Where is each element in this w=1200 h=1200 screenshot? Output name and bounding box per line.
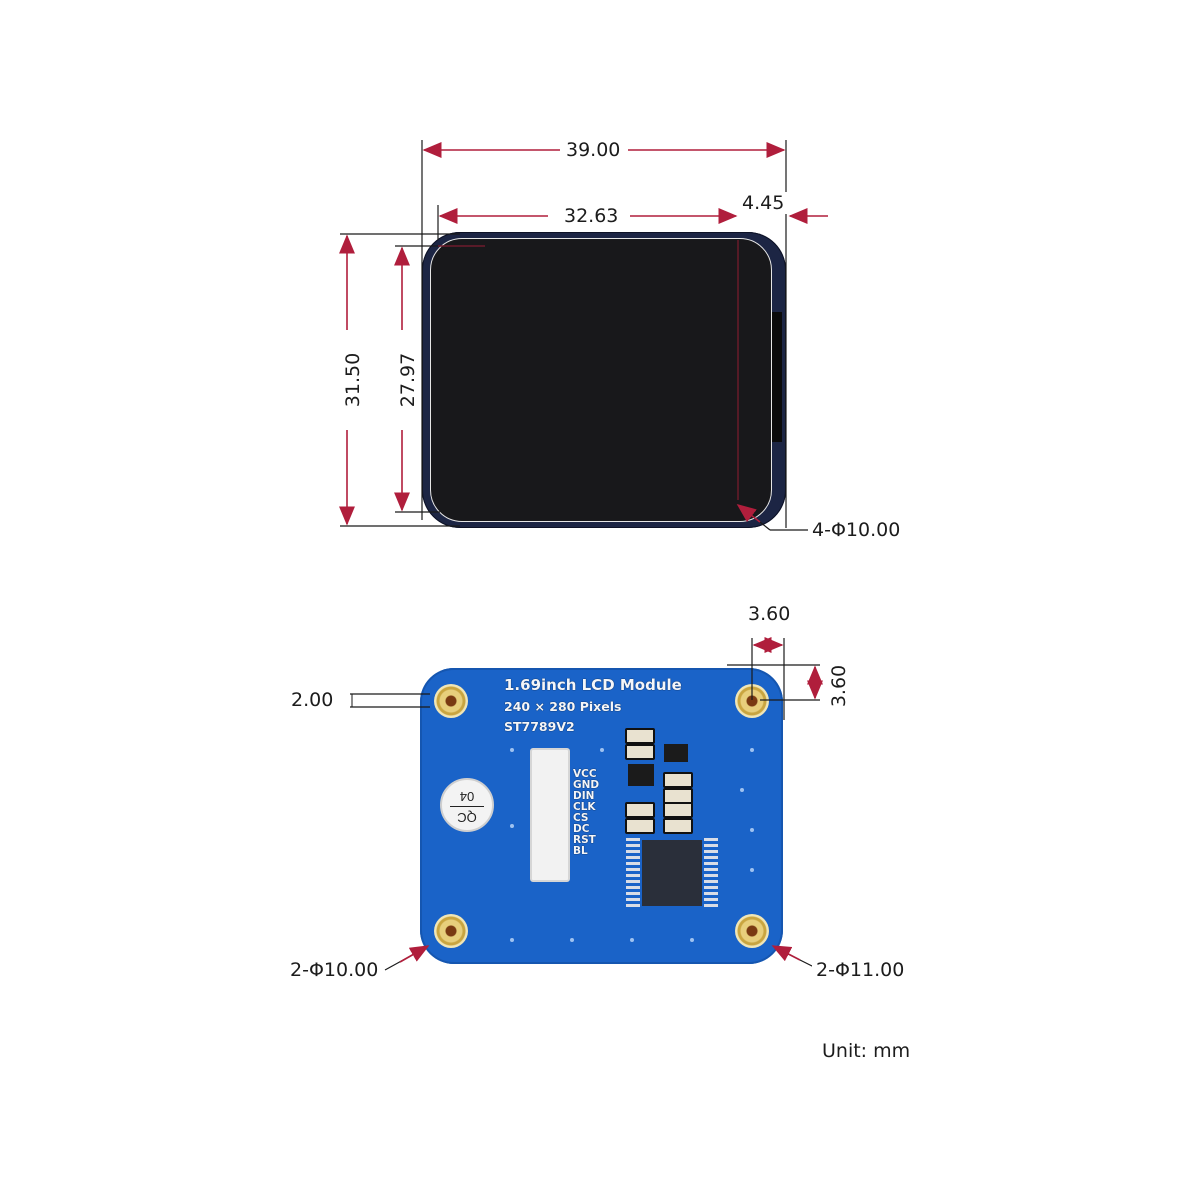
smd-component [625, 744, 655, 760]
dim-overall-width: 39.00 [562, 139, 625, 161]
pcb-back-view: 1.69inch LCD Module 240 × 280 Pixels ST7… [420, 668, 783, 964]
pin-gnd: GND [573, 779, 600, 791]
pcb-title: 1.69inch LCD Module [504, 676, 682, 694]
mount-hole-top-left [434, 684, 468, 718]
pin-dc: DC [573, 823, 590, 835]
qc-number: 04 [459, 789, 475, 804]
chip-pins-left [626, 838, 640, 910]
mount-hole-bottom-right [735, 914, 769, 948]
smd-component [663, 772, 693, 788]
dim-active-height: 27.97 [397, 348, 420, 412]
pcb-resolution: 240 × 280 Pixels [504, 699, 622, 714]
dim-hole-offset-y: 3.60 [828, 660, 851, 712]
dim-overall-height: 31.50 [342, 348, 365, 412]
dim-corner-right: 2-Φ11.00 [812, 959, 909, 981]
dim-edge-gap: 2.00 [287, 689, 338, 711]
chip-pins-right [704, 838, 718, 910]
smd-component [625, 728, 655, 744]
pin-header-connector [530, 748, 570, 882]
dim-corner-left: 2-Φ10.00 [286, 959, 383, 981]
pin-clk: CLK [573, 801, 596, 813]
pcb-driver: ST7789V2 [504, 719, 575, 734]
lcd-screen [430, 238, 772, 522]
dim-hole-offset-x: 3.60 [744, 603, 795, 625]
smd-component [625, 802, 655, 818]
mount-hole-top-right [735, 684, 769, 718]
pin-rst: RST [573, 834, 596, 846]
pin-din: DIN [573, 790, 595, 802]
smd-component [663, 802, 693, 818]
pin-vcc: VCC [573, 768, 597, 780]
driver-ic [642, 840, 702, 906]
lcd-front-view [422, 232, 786, 528]
pin-bl: BL [573, 845, 588, 857]
dim-corner-radius-front: 4-Φ10.00 [808, 519, 905, 541]
dim-active-width: 32.63 [560, 205, 623, 227]
dim-edge-offset: 4.45 [738, 192, 789, 214]
lcd-side-flex [772, 312, 782, 442]
transistor [628, 764, 654, 786]
smd-component [663, 818, 693, 834]
smd-component [625, 818, 655, 834]
transistor [664, 744, 688, 762]
pin-cs: CS [573, 812, 589, 824]
qc-sticker: QC 04 [440, 778, 494, 832]
mount-hole-bottom-left [434, 914, 468, 948]
unit-label: Unit: mm [818, 1040, 915, 1062]
qc-label: QC [457, 810, 477, 825]
